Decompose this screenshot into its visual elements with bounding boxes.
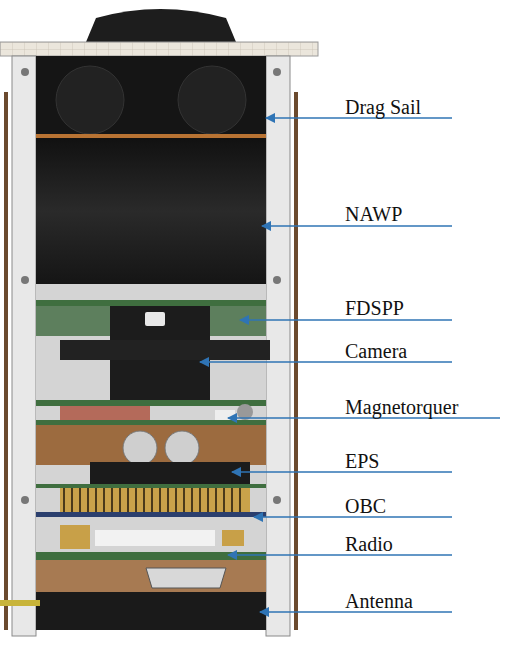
leader-arrow <box>262 225 452 227</box>
bottom-board <box>36 560 266 592</box>
antenna-rod <box>0 600 40 606</box>
eps-board <box>36 425 266 465</box>
part-label: OBC <box>345 495 386 517</box>
sail-spool <box>178 66 246 134</box>
screw <box>273 276 281 284</box>
side-panel <box>4 92 8 630</box>
antenna-module <box>36 592 266 630</box>
leader-arrow <box>240 319 452 321</box>
screw <box>21 68 29 76</box>
camera-lens <box>145 312 165 326</box>
screw <box>273 496 281 504</box>
leader-lines <box>200 118 500 612</box>
camera-mount <box>60 340 270 360</box>
drag-sail-module <box>36 56 266 136</box>
db9-connector <box>146 568 226 588</box>
part-label: FDSPP <box>345 297 404 319</box>
satellite-body <box>0 9 318 636</box>
part-label: NAWP <box>345 203 402 225</box>
capacitor <box>165 431 199 465</box>
part-label: Camera <box>345 340 407 362</box>
part-label: Antenna <box>345 590 413 612</box>
header-pins <box>60 488 250 512</box>
pcb <box>36 400 266 406</box>
leader-arrow <box>228 554 452 556</box>
rail <box>12 56 36 636</box>
pin-row <box>64 488 240 512</box>
rf-connector <box>60 525 90 549</box>
sail-spool <box>56 66 124 134</box>
radio-module <box>95 530 215 546</box>
screw <box>21 496 29 504</box>
leader-arrow <box>232 471 452 473</box>
side-panel <box>294 92 298 630</box>
screw <box>273 68 281 76</box>
nawp-module <box>36 138 266 284</box>
capacitor <box>123 431 157 465</box>
part-label: Magnetorquer <box>345 396 458 418</box>
part-label: Drag Sail <box>345 96 421 118</box>
top-dome <box>86 9 236 42</box>
pcb <box>36 552 266 560</box>
top-plate <box>0 42 318 56</box>
magnetorquer-coil <box>60 406 150 420</box>
screw <box>21 276 29 284</box>
leader-arrow <box>200 361 452 363</box>
pcb-bay <box>36 284 266 592</box>
copper-plate <box>36 134 266 138</box>
obc-board <box>36 512 266 517</box>
pcb <box>36 484 266 488</box>
pcb <box>36 420 266 425</box>
battery <box>90 462 250 484</box>
part-label: Radio <box>345 533 393 555</box>
part-label: EPS <box>345 450 379 472</box>
pcb <box>36 300 266 306</box>
rf-connector <box>222 530 244 546</box>
